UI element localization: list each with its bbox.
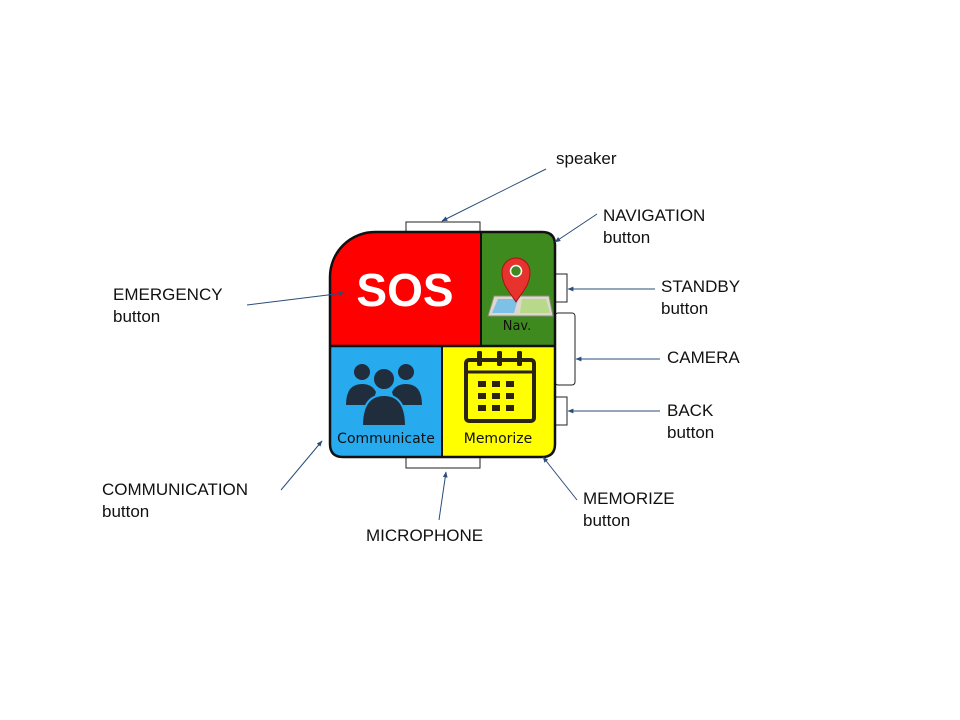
leader-navigation: [554, 213, 598, 243]
standby-callout-line2: button: [661, 299, 709, 318]
microphone-slot: [405, 456, 481, 469]
leader-speaker: [441, 168, 547, 222]
camera-callout-line1: CAMERA: [667, 348, 740, 367]
map-pin-icon: [487, 257, 554, 317]
camera-callout: CAMERA: [667, 347, 740, 369]
back-side-button[interactable]: [554, 396, 568, 426]
sos-label: SOS: [356, 264, 454, 316]
communication-callout-line1: COMMUNICATION: [102, 480, 249, 499]
speaker-callout: speaker: [556, 148, 616, 170]
navigation-label: Nav.: [502, 319, 532, 334]
communication-callout: COMMUNICATION button: [102, 479, 248, 523]
memorize-callout-line1: MEMORIZE: [583, 489, 675, 508]
standby-side-button[interactable]: [554, 273, 568, 303]
emergency-callout-line1: EMERGENCY: [113, 285, 223, 304]
memorize-callout-line2: button: [583, 511, 631, 530]
people-group-icon: [346, 364, 422, 427]
standby-callout: STANDBY button: [661, 276, 740, 320]
microphone-callout: MICROPHONE: [366, 525, 483, 547]
leader-microphone: [438, 471, 448, 521]
leader-emergency: [246, 291, 345, 306]
calendar-icon: [464, 351, 536, 423]
memorize-callout: MEMORIZE button: [583, 488, 675, 532]
memorize-label: Memorize: [463, 431, 533, 447]
standby-callout-line1: STANDBY: [661, 277, 741, 296]
emergency-callout: EMERGENCY button: [113, 284, 223, 328]
leader-communication: [280, 440, 323, 491]
emergency-callout-line2: button: [113, 307, 161, 326]
microphone-callout-line1: MICROPHONE: [366, 526, 484, 545]
camera-side-button[interactable]: [554, 312, 576, 386]
back-callout: BACK button: [667, 400, 714, 444]
speaker-callout-line1: speaker: [556, 149, 617, 168]
leader-memorize: [542, 456, 578, 501]
device-outline: [328, 230, 557, 459]
navigation-callout-line2: button: [603, 228, 651, 247]
sos-emergency-button[interactable]: [330, 232, 481, 346]
communication-callout-line2: button: [102, 502, 150, 521]
navigation-callout: NAVIGATION button: [603, 205, 705, 249]
back-callout-line1: BACK: [667, 401, 714, 420]
back-callout-line2: button: [667, 423, 715, 442]
navigation-callout-line1: NAVIGATION: [603, 206, 706, 225]
communicate-label: Communicate: [337, 431, 435, 447]
